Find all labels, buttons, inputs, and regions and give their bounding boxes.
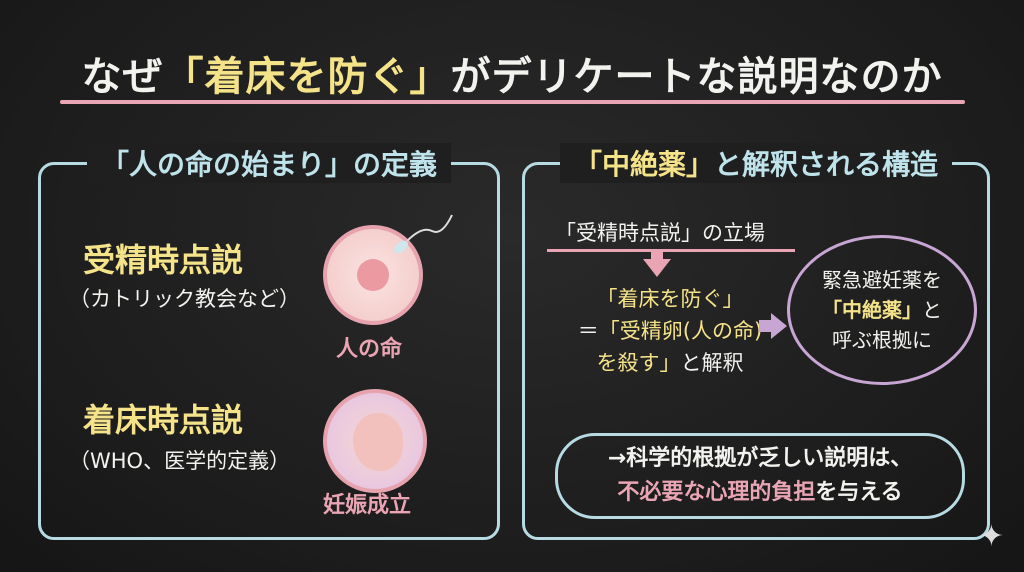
oval-highlight: 「中絶薬」 [822, 298, 922, 322]
heading-rest: と解釈される構造 [714, 148, 939, 181]
title-post: がデリケートな説明なのか [450, 54, 943, 100]
interp-line-2: 「受精卵(人の命) [598, 319, 763, 343]
interpretation-text: 「着床を防ぐ」 ＝「受精卵(人の命) を殺す」と解釈 [545, 283, 795, 379]
oval-line-2-post: と [922, 298, 942, 322]
caption-human-life: 人の命 [336, 337, 403, 362]
arrow-right-icon [759, 313, 787, 339]
oval-line-3: 呼ぶ根拠に [832, 328, 932, 352]
arrow-down-icon [643, 249, 671, 277]
theory-fertilization: 受精時点説 [83, 241, 244, 279]
stance-underline [547, 249, 795, 252]
result-oval: 緊急避妊薬を 「中絶薬」と 呼ぶ根拠に [787, 235, 977, 385]
conclusion-line-1: →科学的根拠が乏しい説明は、 [607, 446, 913, 471]
oval-line-1: 緊急避妊薬を [822, 268, 942, 292]
title-highlight: 「着床を防ぐ」 [163, 54, 451, 100]
definition-panel: 「人の命の始まり」の定義 受精時点説 （カトリック教会など） 人の命 着床時点説… [38, 143, 500, 540]
interp-equals: ＝ [577, 319, 599, 343]
title-underline [60, 100, 965, 104]
caption-pregnancy: 妊娠成立 [323, 493, 412, 518]
page-title: なぜ「着床を防ぐ」がデリケートな説明なのか [0, 44, 1024, 102]
theory-implantation: 着床時点説 [83, 401, 244, 439]
heading-highlight: 「中絶薬」 [573, 148, 714, 181]
conclusion-line-2-post: を与える [815, 480, 903, 505]
title-pre: なぜ [81, 54, 164, 100]
interp-line-3-post: と解釈 [680, 351, 744, 375]
definition-heading: 「人の命の始まり」の定義 [86, 143, 452, 183]
structure-panel: 「中絶薬」と解釈される構造 「受精時点説」の立場 「着床を防ぐ」 ＝「受精卵(人… [522, 143, 990, 540]
theory-fertilization-note: （カトリック教会など） [69, 287, 300, 311]
interp-line-3: を殺す」 [596, 351, 681, 375]
embryo-icon [323, 389, 427, 493]
conclusion-bubble: →科学的根拠が乏しい説明は、 不必要な心理的負担を与える [555, 433, 965, 519]
fertilized-egg-icon [323, 214, 453, 325]
interp-line-1: 「着床を防ぐ」 [596, 287, 744, 311]
conclusion-highlight: 不必要な心理的負担 [617, 480, 816, 505]
sparkle-icon: ✦ [978, 519, 1004, 554]
theory-implantation-note: （WHO、医学的定義） [69, 449, 291, 473]
stance-label: 「受精時点説」の立場 [555, 221, 765, 245]
structure-heading: 「中絶薬」と解釈される構造 [559, 143, 953, 183]
